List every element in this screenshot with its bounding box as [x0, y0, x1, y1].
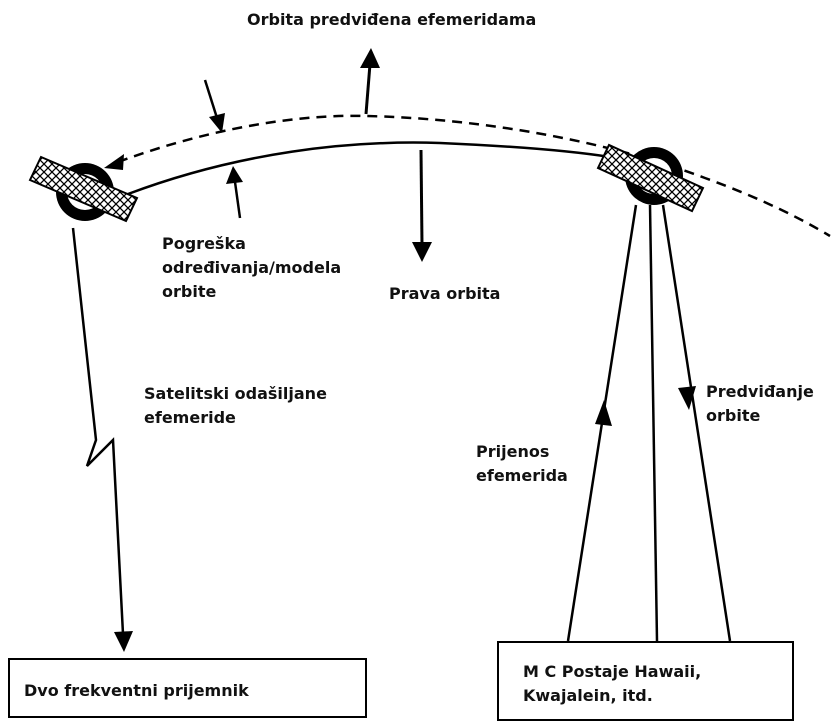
receiver-box: Dvo frekventni prijemnik	[8, 658, 367, 718]
error-arrow-bottom-head	[226, 166, 243, 184]
label-upload-line1: Prijenos	[476, 442, 550, 461]
prediction-line	[661, 204, 732, 642]
predicted-orbit-arrow	[364, 63, 372, 115]
true-orbit-solid	[127, 141, 611, 196]
label-broadcast-line2: efemeride	[144, 408, 236, 427]
label-orbit-prediction: Predviđanje orbite	[706, 380, 814, 428]
predicted-orbit-dashed	[117, 114, 831, 238]
label-prediction-line2: orbite	[706, 406, 761, 425]
monitor-station-box: M C Postaje Hawaii, Kwajalein, itd.	[497, 641, 794, 721]
broadcast-signal-arrowhead	[114, 631, 133, 652]
upload-arrowhead	[595, 400, 612, 426]
label-predicted-orbit: Orbita predviđena efemeridama	[247, 10, 537, 29]
error-arrow-bottom	[233, 181, 242, 219]
error-arrow-top	[203, 79, 219, 119]
label-ephemeris-upload: Prijenos efemerida	[476, 440, 568, 488]
true-orbit-arrow	[419, 149, 424, 246]
label-orbit-error: Pogreška određivanja/modela orbite	[162, 232, 341, 304]
label-orbit-error-line2: određivanja/modela	[162, 258, 342, 277]
label-orbit-error-line1: Pogreška	[162, 234, 246, 253]
prediction-arrowhead	[678, 386, 696, 410]
label-upload-line2: efemerida	[476, 466, 568, 485]
monitor-line	[648, 204, 659, 642]
monitor-station-line2: Kwajalein, itd.	[523, 686, 653, 705]
label-orbit-error-line3: orbite	[162, 282, 217, 301]
monitor-station-line1: M C Postaje Hawaii,	[523, 662, 702, 681]
satellite-right-icon	[596, 143, 705, 213]
label-broadcast-line1: Satelitski odašiljane	[144, 384, 327, 403]
predicted-orbit-arrowhead	[104, 154, 124, 170]
label-prediction-line1: Predviđanje	[706, 382, 814, 401]
label-true-orbit: Prava orbita	[389, 284, 501, 303]
true-orbit-arrow-head	[412, 242, 432, 262]
predicted-orbit-arrow-head	[360, 48, 380, 68]
receiver-box-label: Dvo frekventni prijemnik	[24, 681, 249, 700]
label-broadcast-ephemeris: Satelitski odašiljane efemeride	[144, 382, 327, 430]
broadcast-signal-line	[71, 227, 125, 635]
satellite-left-icon	[28, 155, 139, 223]
error-arrow-top-head	[209, 113, 225, 133]
